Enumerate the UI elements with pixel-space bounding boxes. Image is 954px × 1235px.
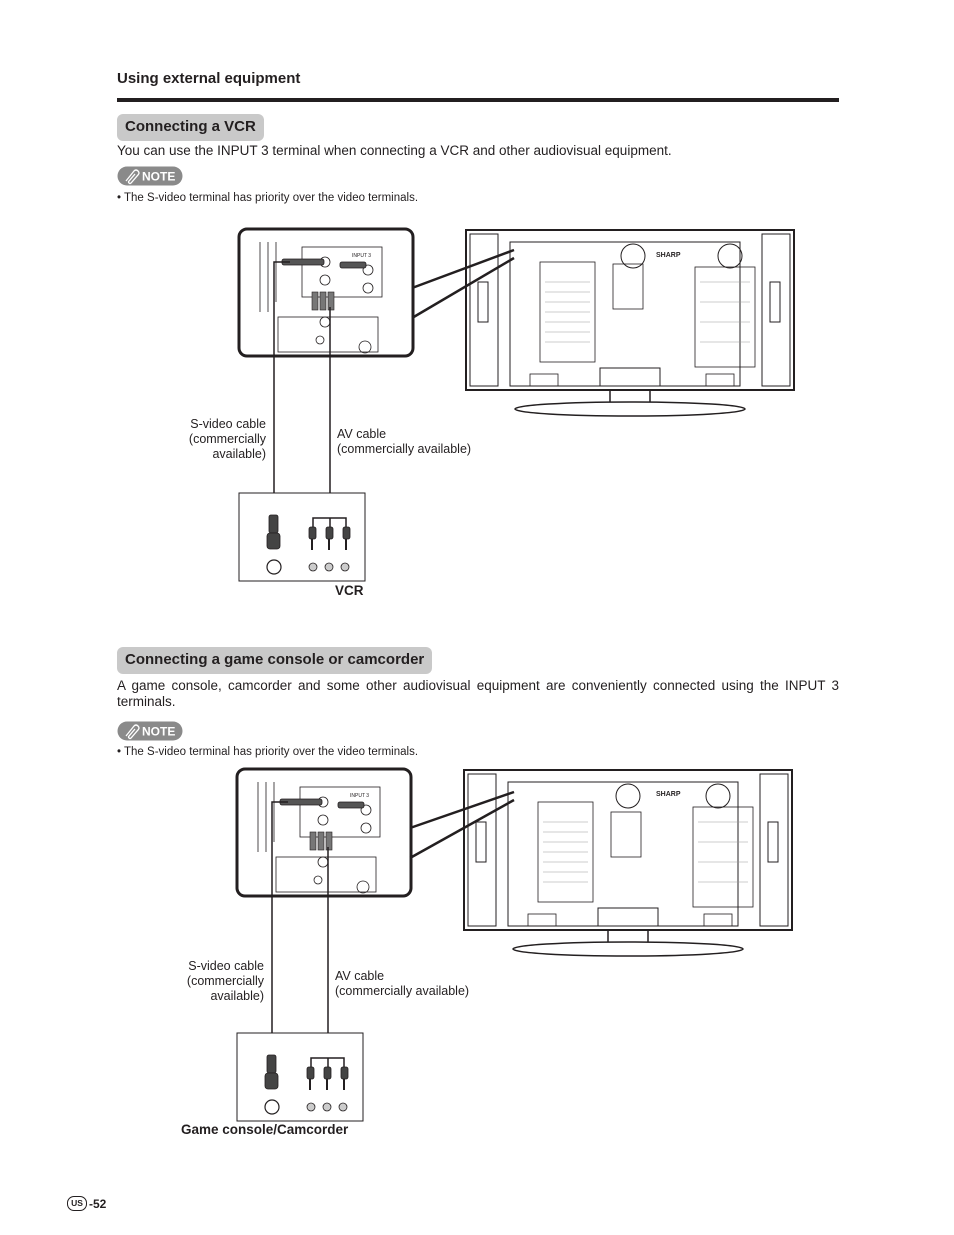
header-rule: [117, 98, 839, 102]
section-intro-game-console: A game console, camcorder and some other…: [117, 678, 839, 709]
section-intro-vcr: You can use the INPUT 3 terminal when co…: [117, 143, 672, 158]
brand-logo: SHARP: [656, 252, 681, 259]
note-badge: NOTE: [117, 166, 183, 186]
paperclip-icon: [125, 724, 140, 740]
svideo-cable: [271, 801, 288, 1057]
vcr-connection-diagram: INPUT 3 SHARP: [237, 227, 795, 582]
tv-stand: [512, 941, 744, 957]
note-bullet: • The S-video terminal has priority over…: [117, 746, 419, 758]
region-badge: US: [67, 1196, 87, 1211]
page-number: US -52: [67, 1196, 106, 1211]
av-plug: [337, 801, 365, 809]
game-console-connection-diagram: INPUT 3 SHARP: [235, 767, 793, 1122]
page-section-title: Using external equipment: [117, 70, 301, 87]
device-label-game-console: Game console/Camcorder: [181, 1122, 349, 1137]
tv-stand: [514, 401, 746, 417]
page-number-text: -52: [89, 1196, 107, 1211]
section-heading-game-console: Connecting a game console or camcorder: [117, 647, 433, 674]
section-heading-vcr: Connecting a VCR: [117, 114, 264, 141]
paperclip-icon: [125, 169, 140, 185]
note-label: NOTE: [142, 170, 175, 184]
svideo-cable-label: S-video cable (commercially available): [188, 417, 266, 461]
panel-label: INPUT 3: [350, 793, 369, 799]
av-plug: [339, 261, 367, 269]
tv-rear-panel: [465, 229, 795, 391]
av-cable-label: AV cable (commercially available): [337, 427, 472, 456]
note-badge: NOTE: [117, 721, 183, 741]
note-bullet: • The S-video terminal has priority over…: [117, 192, 419, 204]
device-label-vcr: VCR: [335, 583, 364, 598]
tv-rear-panel: [463, 769, 793, 931]
brand-logo: SHARP: [656, 791, 681, 798]
svideo-cable: [273, 261, 290, 517]
panel-label: INPUT 3: [352, 253, 371, 259]
note-label: NOTE: [142, 725, 175, 739]
svideo-cable-label: S-video cable (commercially available): [186, 959, 264, 1003]
av-cable-label: AV cable (commercially available): [335, 969, 470, 998]
